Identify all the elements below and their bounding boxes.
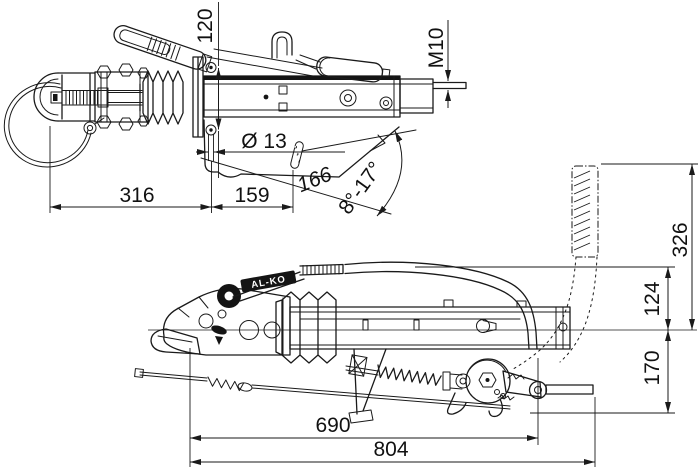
dim-hole-diameter-label: Ø 13 <box>241 130 287 153</box>
dim-124-label: 124 <box>641 281 664 316</box>
breakaway-cable-side <box>134 368 511 410</box>
side-view: AL-KO <box>134 163 698 467</box>
dim-804: 804 <box>190 397 596 467</box>
dim-hole-and-angle: Ø 13 166 8°-17° <box>196 129 417 219</box>
bellows-plan <box>139 70 184 125</box>
brake-rod <box>545 384 594 395</box>
dim-690-label: 690 <box>315 414 350 437</box>
mounting-flange <box>192 56 217 161</box>
dim-m10: M10 <box>425 20 451 108</box>
dim-326: 326 <box>601 163 698 330</box>
handbrake-lever-raised-phantom <box>512 165 599 370</box>
dim-804-label: 804 <box>373 438 408 461</box>
bellows-side <box>275 291 337 364</box>
top-view: 120 M10 316 159 Ø 13 166 8°-17° <box>3 2 467 219</box>
lever-strut-plan <box>316 56 391 83</box>
breakaway-cable-plan <box>3 82 105 168</box>
dim-316-label: 316 <box>119 184 154 207</box>
housing-plan <box>203 75 467 118</box>
dim-120-label: 120 <box>194 8 217 43</box>
brand-label: AL-KO <box>250 274 286 291</box>
brake-spring-linkage <box>345 354 594 418</box>
dim-690: 690 <box>189 348 539 467</box>
dim-m10-label: M10 <box>425 28 448 69</box>
housing-side <box>289 299 571 350</box>
clamp-bolts <box>96 63 150 131</box>
dim-170: 170 <box>530 330 675 414</box>
dim-159-label: 159 <box>234 184 269 207</box>
handbrake-lever-side: AL-KO <box>232 261 538 350</box>
dim-170-label: 170 <box>641 350 664 385</box>
dim-angle-label: 8°-17° <box>334 158 387 219</box>
coupling-head-plan <box>33 63 150 131</box>
dim-124: 124 <box>415 266 675 330</box>
dim-166-label: 166 <box>294 163 335 198</box>
dim-316-159: 316 159 <box>49 126 294 213</box>
handbrake-lever-plan <box>113 25 391 83</box>
dim-326-label: 326 <box>669 222 692 257</box>
support-bracket-plan <box>203 119 400 178</box>
coupling-head-side <box>150 284 291 356</box>
